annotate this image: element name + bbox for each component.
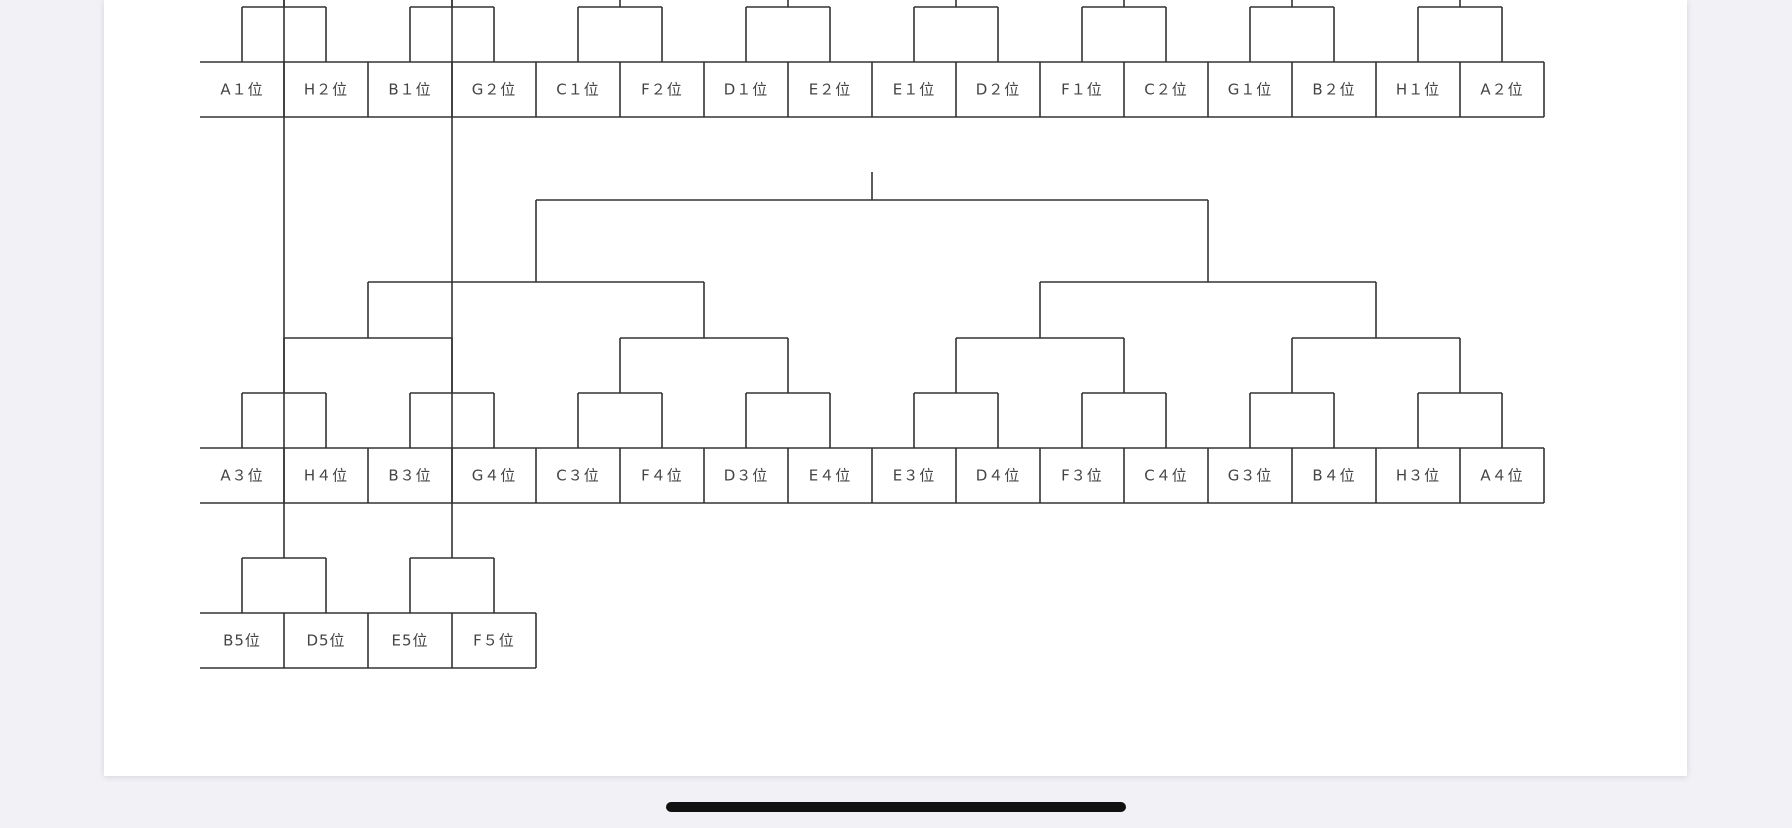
team-slot-label: F４位 — [641, 467, 683, 485]
team-slot-label: E5位 — [391, 632, 428, 650]
team-slot-label: B１位 — [388, 81, 431, 99]
team-slot-label: F１位 — [1061, 81, 1103, 99]
team-slot-label: E１位 — [893, 81, 935, 99]
team-slot-label: H１位 — [1396, 81, 1440, 99]
team-slot-label: B３位 — [388, 467, 431, 485]
team-slot-label: D３位 — [724, 467, 769, 485]
team-slot-label: C２位 — [1144, 81, 1187, 99]
home-indicator[interactable] — [666, 802, 1126, 812]
team-slot-label: B４位 — [1312, 467, 1355, 485]
team-slot-label: D5位 — [306, 632, 345, 650]
team-slot-label: A１位 — [220, 81, 263, 99]
team-slot-label: D４位 — [976, 467, 1021, 485]
bracket-3-4: A３位 H４位 B３位 G４位 C３位 F４位 D３位 E４位 E３位 D４位 F３位 C４位 G３位 B… — [200, 172, 1545, 504]
document-page: A１位 H２位 B１位 G２位 C１位 F２位 D１位 E２位 E１位 D２位 F１位 C２位 G１位 B… — [104, 0, 1687, 776]
team-slot-label: C４位 — [1144, 467, 1187, 485]
team-slot-label: E４位 — [809, 467, 851, 485]
team-slot-label: G１位 — [1228, 81, 1273, 99]
team-slot-label: B２位 — [1312, 81, 1355, 99]
tournament-bracket: A１位 H２位 B１位 G２位 C１位 F２位 D１位 E２位 E１位 D２位 F１位 C２位 G１位 B… — [200, 0, 1545, 669]
team-slot-label: A３位 — [220, 467, 263, 485]
team-slot-label: B5位 — [223, 632, 261, 650]
team-slot-label: H２位 — [304, 81, 348, 99]
team-slot-label: F５位 — [473, 632, 515, 650]
team-slot-label: G４位 — [472, 467, 517, 485]
team-slot-label: C１位 — [556, 81, 599, 99]
team-slot-label: F２位 — [641, 81, 683, 99]
bracket-1-2: A１位 H２位 B１位 G２位 C１位 F２位 D１位 E２位 E１位 D２位 F１位 C２位 G１位 B… — [200, 0, 1545, 118]
team-slot-label: H３位 — [1396, 467, 1440, 485]
bracket-5: B5位 D5位 E5位 F５位 — [200, 0, 537, 669]
team-slot-label: D１位 — [724, 81, 769, 99]
team-slot-label: C３位 — [556, 467, 599, 485]
team-slot-label: E３位 — [893, 467, 935, 485]
team-slot-label: H４位 — [304, 467, 348, 485]
team-slot-label: E２位 — [809, 81, 851, 99]
team-slot-label: A２位 — [1480, 81, 1523, 99]
team-slot-label: D２位 — [976, 81, 1021, 99]
team-slot-label: A４位 — [1480, 467, 1523, 485]
team-slot-label: G２位 — [472, 81, 517, 99]
team-slot-label: G３位 — [1228, 467, 1273, 485]
team-slot-label: F３位 — [1061, 467, 1103, 485]
